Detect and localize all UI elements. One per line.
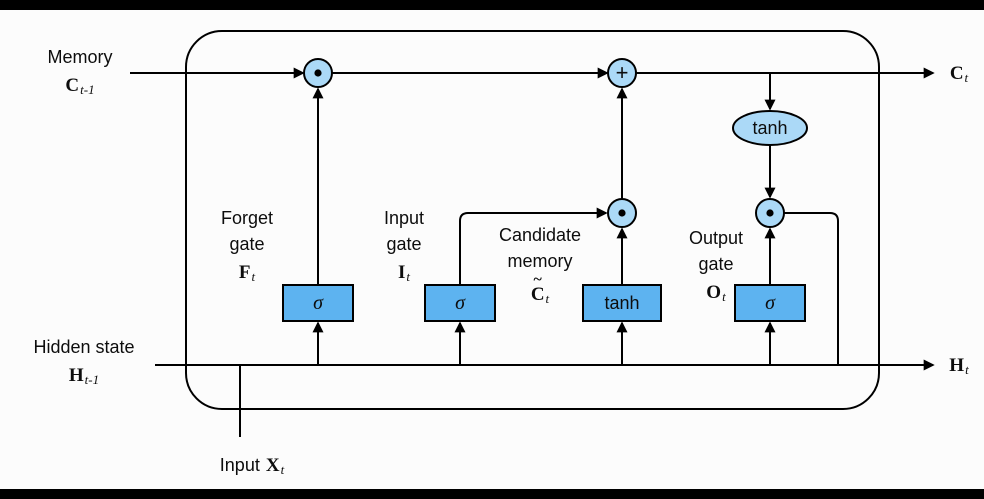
hidden-state-input-label: Hidden state Ht-1	[6, 334, 162, 393]
product-dot-icon	[618, 209, 626, 217]
input-gate-sigma: σ	[455, 291, 465, 314]
output-gate-label: Output gate Ot	[664, 225, 768, 310]
tanh-ellipse-text: tanh	[752, 117, 788, 138]
plus-operator-text: +	[615, 60, 629, 85]
output-gate-sigma: σ	[765, 291, 775, 314]
gate-output-lines	[312, 87, 839, 365]
hidden-out-corner-line	[784, 212, 839, 365]
memory-input-label: Memory Ct-1	[16, 44, 144, 103]
candidate-tanh-box	[582, 284, 662, 322]
forget-gate-symbol: Ft	[238, 262, 256, 285]
forget-gate-box	[282, 284, 354, 322]
candidate-memory-label: Candidate memory ~Ct	[474, 222, 606, 312]
hidden-state-output-label: Ht	[949, 355, 969, 378]
candidate-memory-symbol: ~Ct	[530, 271, 550, 307]
candidate-tanh-text: tanh	[604, 292, 640, 313]
top-letterbox-bar	[0, 0, 984, 10]
tanh-activation-ellipse	[732, 110, 808, 146]
forget-gate-label: Forget gate Ft	[195, 205, 299, 290]
memory-word: Memory	[47, 47, 113, 67]
output-gate-box	[734, 284, 806, 322]
input-gate-symbol: It	[397, 262, 411, 285]
memory-flow-lines	[130, 67, 935, 199]
memory-output-label: Ct	[949, 63, 969, 86]
hidden-input-lines	[155, 321, 935, 437]
product-dot-icon	[314, 69, 322, 77]
lstm-cell-boundary	[185, 30, 880, 410]
input-gate-label: Input gate It	[352, 205, 456, 290]
bottom-letterbox-bar	[0, 489, 984, 499]
gate-boxes	[282, 284, 806, 322]
forget-gate-sigma: σ	[313, 291, 323, 314]
output-gate-symbol: Ot	[706, 282, 726, 305]
operator-nodes	[303, 58, 808, 228]
product-dot-icon	[766, 209, 774, 217]
input-gate-box	[424, 284, 496, 322]
hidden-in-symbol: Ht-1	[68, 365, 100, 388]
memory-in-symbol: Ct-1	[65, 75, 95, 98]
input-gate-line	[459, 207, 608, 285]
addition-node	[607, 58, 637, 88]
hidden-word: Hidden state	[33, 337, 135, 357]
